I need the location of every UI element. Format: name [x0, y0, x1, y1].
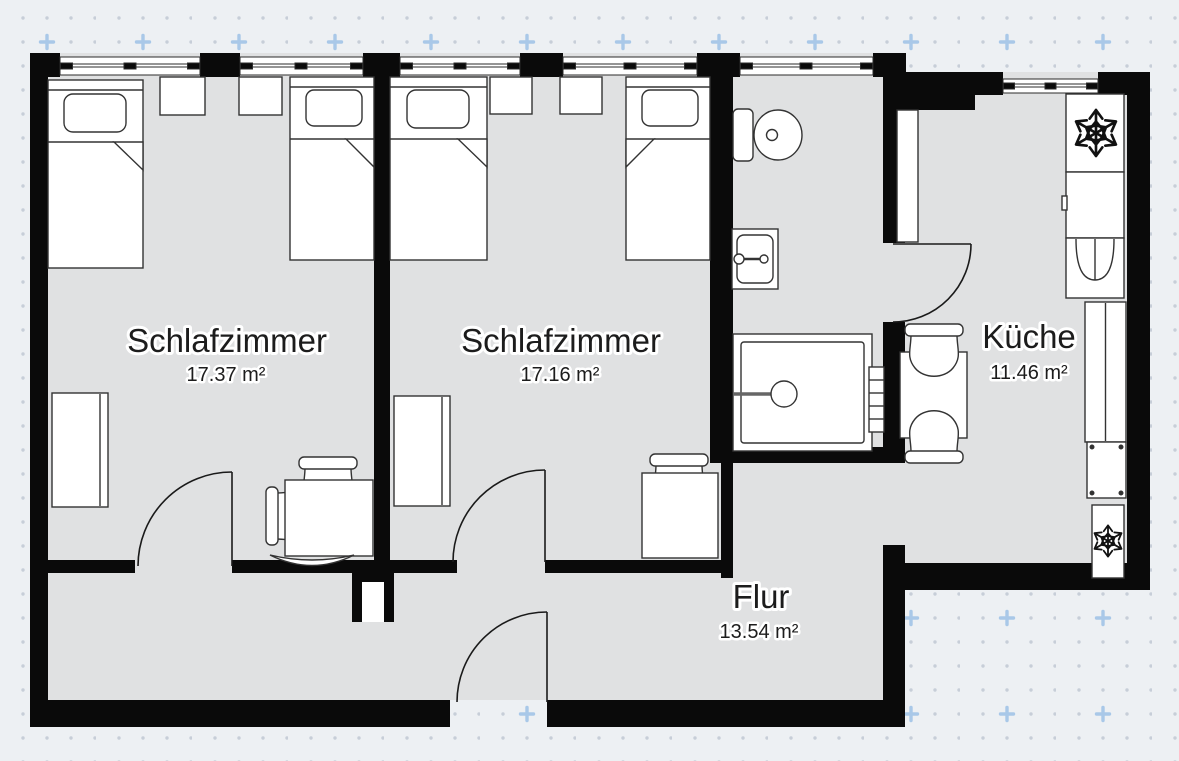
- tall-cabinet[interactable]: [896, 109, 919, 243]
- nightstand[interactable]: [238, 76, 283, 116]
- nightstand[interactable]: [159, 76, 206, 116]
- room-area-hallway: 13.54 m²: [720, 621, 799, 643]
- window[interactable]: [1002, 78, 1099, 94]
- towel-radiator[interactable]: [868, 366, 885, 433]
- bedroom-1-furniture: [47, 76, 375, 567]
- kitchen-furniture: [896, 93, 1127, 579]
- door-kitchen[interactable]: [892, 243, 972, 323]
- nightstand[interactable]: [559, 76, 603, 115]
- room-name-bedroom-2: Schlafzimmer: [461, 322, 661, 359]
- window[interactable]: [399, 56, 521, 76]
- bed[interactable]: [47, 79, 144, 269]
- door-bedroom-1[interactable]: [137, 471, 233, 567]
- stove[interactable]: [1086, 441, 1127, 499]
- room-name-kitchen: Küche: [982, 318, 1076, 355]
- desk[interactable]: [284, 479, 374, 557]
- room-area-kitchen: 11.46 m²: [990, 362, 1068, 384]
- room-name-bedroom-1: Schlafzimmer: [127, 322, 327, 359]
- bedroom-2-furniture: [389, 76, 719, 559]
- doors: [137, 243, 972, 703]
- nightstand[interactable]: [489, 76, 533, 115]
- room-area-bedroom-1: 17.37 m²: [187, 364, 266, 386]
- bed[interactable]: [389, 76, 488, 261]
- desk[interactable]: [641, 472, 719, 559]
- window[interactable]: [239, 56, 364, 76]
- cabinet[interactable]: [1084, 301, 1127, 443]
- room-area-bedroom-2: 17.16 m²: [521, 364, 600, 386]
- wardrobe[interactable]: [393, 395, 451, 507]
- window[interactable]: [59, 56, 201, 76]
- windows: [59, 56, 1099, 94]
- bed[interactable]: [289, 76, 375, 261]
- duct-shaft-inner: [362, 582, 384, 622]
- window[interactable]: [562, 56, 698, 76]
- bathroom-furniture: [731, 108, 885, 452]
- window[interactable]: [739, 56, 874, 76]
- bathtub[interactable]: [732, 333, 873, 452]
- door-entry[interactable]: [456, 611, 548, 703]
- room-name-hallway: Flur: [733, 578, 790, 615]
- door-bedroom-2[interactable]: [452, 469, 546, 563]
- wardrobe[interactable]: [51, 392, 109, 508]
- bathroom-sink[interactable]: [731, 228, 779, 290]
- kitchen-sink[interactable]: [1065, 237, 1125, 299]
- freezer[interactable]: [1091, 504, 1125, 579]
- toilet[interactable]: [732, 108, 803, 162]
- bed[interactable]: [625, 76, 711, 261]
- refrigerator[interactable]: [1065, 93, 1125, 173]
- counter[interactable]: [1061, 171, 1125, 239]
- room-labels: Schlafzimmer 17.37 m² Schlafzimmer 17.16…: [124, 315, 1079, 646]
- entry-opening: [450, 700, 547, 727]
- chair-under-desk[interactable]: [269, 554, 355, 567]
